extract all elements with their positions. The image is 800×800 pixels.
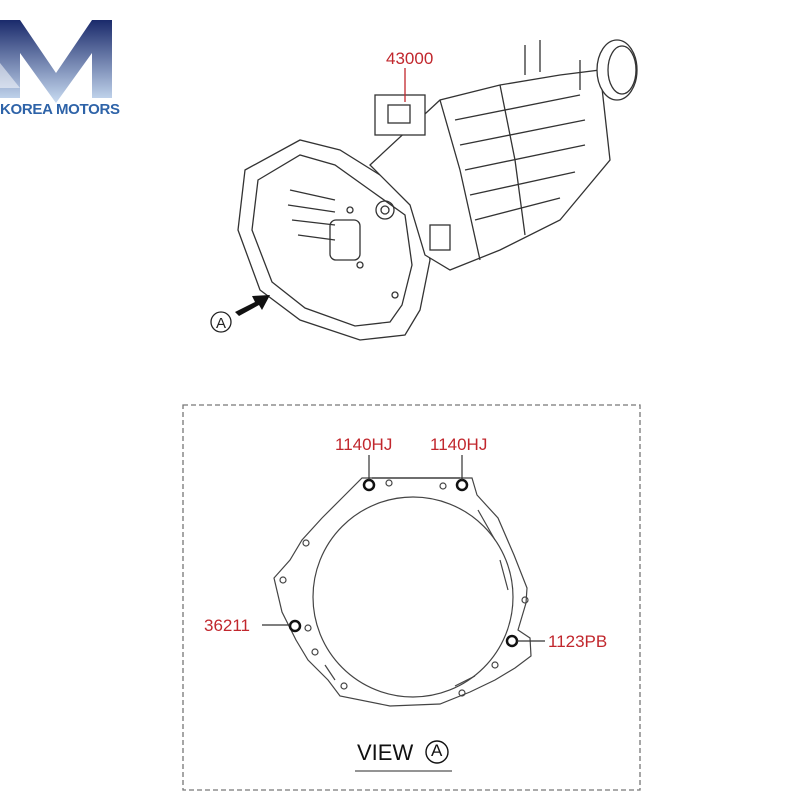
part-label-43000: 43000 [386, 49, 434, 68]
part-label-1140hj-left: 1140HJ [335, 435, 393, 454]
view-marker: A [431, 741, 443, 760]
arrow-marker: A [216, 315, 226, 332]
gasket-drawing [273, 477, 532, 707]
callout-leaders [262, 455, 545, 642]
part-label-1123pb: 1123PB [548, 632, 608, 651]
part-label-1140hj-right: 1140HJ [430, 435, 488, 454]
view-a-arrow: A [210, 295, 270, 333]
korea-motors-logo [0, 20, 112, 103]
logo-text: KOREA MOTORS [0, 101, 120, 118]
view-a-circle [425, 740, 449, 764]
view-label: VIEW [357, 740, 414, 765]
view-a-frame [182, 404, 641, 791]
part-label-36211: 36211 [204, 616, 251, 635]
view-a-caption: VIEW A [357, 740, 442, 766]
bolt-markers [288, 478, 519, 648]
transmission-assembly-drawing [237, 39, 638, 341]
